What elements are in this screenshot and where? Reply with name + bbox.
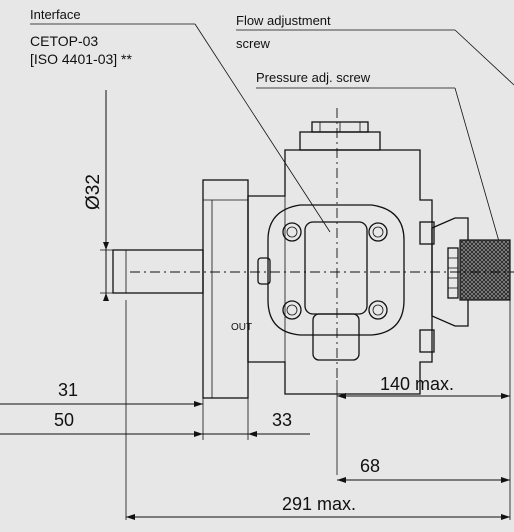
- shaft: [112, 249, 204, 294]
- diameter-dim-label: Ø32: [83, 174, 104, 210]
- side-boss-top: [419, 221, 435, 245]
- bolt-bottom-right: [368, 300, 388, 320]
- dim-291-label: 291 max.: [282, 494, 356, 514]
- dim-140-arrow-left: [337, 393, 346, 399]
- dim-140-label: 140 max.: [380, 374, 454, 394]
- dim-50-label: 50: [54, 410, 74, 430]
- dim-68-arrow-right: [501, 477, 510, 483]
- dim-31-label: 31: [58, 380, 78, 400]
- mounting-flange: [202, 179, 249, 399]
- flow-adj-label-line2: screw: [236, 36, 271, 51]
- dim-33-arrow: [248, 431, 257, 437]
- top-cap: [299, 131, 381, 151]
- pressure-adj-leader: [454, 87, 501, 246]
- regulator-block: [431, 217, 469, 327]
- out-port-label: OUT: [231, 322, 252, 333]
- port-nozzle: [257, 257, 271, 285]
- flow-adj-label-line1: Flow adjustment: [236, 13, 331, 28]
- diameter-arrow-bottom: [103, 293, 109, 301]
- pressure-adj-label: Pressure adj. screw: [256, 70, 371, 85]
- interface-pad: [304, 221, 368, 315]
- cetop-label-line2: [ISO 4401-03] **: [30, 51, 133, 67]
- bolt-top-right: [368, 222, 388, 242]
- dim-140-arrow-right: [501, 393, 510, 399]
- flow-adj-leader: [454, 29, 514, 86]
- knurl-texture: [460, 240, 510, 300]
- bolt-bottom-left: [282, 300, 302, 320]
- dim-33-label: 33: [272, 410, 292, 430]
- regulator-nut: [447, 247, 459, 299]
- dim-31-arrow: [194, 401, 203, 407]
- side-boss-bottom: [419, 329, 435, 353]
- interface-leader: [194, 23, 331, 233]
- dim-68-label: 68: [360, 456, 380, 476]
- interface-plate: [267, 204, 405, 336]
- dim-68-arrow-left: [337, 477, 346, 483]
- dim-50-arrow: [194, 431, 203, 437]
- interface-label: Interface: [30, 7, 81, 22]
- dim-291-arrow-left: [126, 514, 135, 520]
- bolt-top-left: [282, 222, 302, 242]
- out-port-boss: [312, 313, 360, 361]
- diameter-arrow-top: [103, 242, 109, 250]
- cetop-label-line1: CETOP-03: [30, 33, 98, 49]
- dim-291-arrow-right: [501, 514, 510, 520]
